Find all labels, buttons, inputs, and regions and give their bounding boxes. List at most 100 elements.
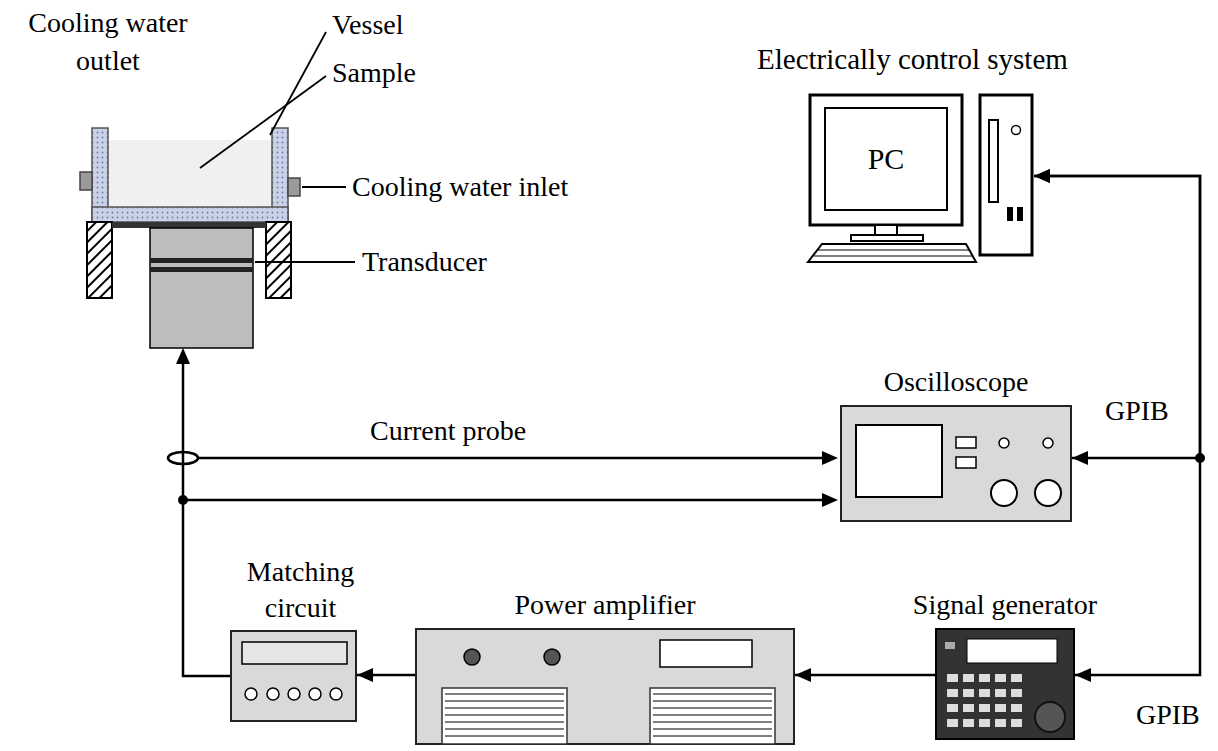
device-drawing bbox=[232, 632, 355, 720]
device-drawing bbox=[842, 407, 1070, 520]
drawing-part bbox=[445, 735, 564, 737]
device-drawing bbox=[937, 630, 1073, 738]
part-label: Vessel bbox=[332, 8, 404, 42]
drawing-part bbox=[653, 728, 772, 730]
connector-line bbox=[795, 674, 935, 677]
drawing-part bbox=[544, 649, 560, 665]
drawing-part bbox=[979, 719, 990, 727]
connector bbox=[795, 668, 935, 682]
drawing-part bbox=[1011, 674, 1022, 682]
drawing-part bbox=[1035, 480, 1061, 506]
sample-liquid bbox=[108, 140, 272, 207]
drawing-part bbox=[856, 425, 942, 497]
drawing-part bbox=[818, 250, 970, 251]
drawing-part bbox=[1011, 704, 1022, 712]
drawing-part bbox=[653, 721, 772, 723]
leader-line bbox=[302, 186, 346, 188]
arrowhead bbox=[357, 668, 373, 682]
drawing-part bbox=[945, 642, 955, 649]
drawing-part bbox=[445, 700, 564, 702]
holder-wall bbox=[266, 222, 291, 298]
oscilloscope-box: Oscilloscope bbox=[840, 405, 1072, 522]
system-heading: Electrically control system bbox=[757, 42, 1068, 77]
power-amplifier-box: Power amplifier bbox=[415, 628, 795, 745]
drawing-part bbox=[653, 707, 772, 709]
transducer-body bbox=[150, 228, 253, 348]
drawing-part bbox=[1007, 207, 1013, 221]
vessel-inside bbox=[108, 128, 272, 207]
device-heading: Power amplifier bbox=[514, 588, 695, 622]
leader-line bbox=[255, 261, 355, 263]
drawing-part bbox=[963, 674, 974, 682]
drawing-part bbox=[875, 225, 897, 235]
drawing-part bbox=[947, 674, 958, 682]
drawing-part bbox=[1035, 702, 1065, 732]
drawing-part bbox=[991, 480, 1017, 506]
part-label: Cooling water inlet bbox=[352, 170, 568, 204]
drawing-part bbox=[653, 700, 772, 702]
arrowhead bbox=[1072, 451, 1088, 465]
arrowhead bbox=[1075, 668, 1091, 682]
arrowhead bbox=[822, 451, 838, 465]
drawing-part bbox=[1043, 438, 1053, 448]
drawing-part bbox=[995, 689, 1006, 697]
drawing-part bbox=[245, 688, 257, 700]
arrowhead bbox=[822, 493, 838, 507]
current-probe-symbol bbox=[168, 452, 198, 464]
drawing-part bbox=[947, 689, 958, 697]
arrowhead bbox=[1034, 169, 1050, 183]
device-heading: Matching circuit bbox=[226, 554, 376, 626]
drawing-part bbox=[979, 689, 990, 697]
drawing-part bbox=[1012, 126, 1021, 135]
drawing-part bbox=[653, 693, 772, 695]
device-heading: Oscilloscope bbox=[884, 365, 1029, 399]
bus-label: GPIB bbox=[1136, 698, 1200, 732]
holder-wall bbox=[87, 222, 112, 298]
pc-label: PC bbox=[825, 108, 947, 210]
drawing-part bbox=[947, 719, 958, 727]
drawing-part bbox=[288, 688, 300, 700]
voltage-wire bbox=[183, 499, 824, 502]
signal-wires bbox=[168, 348, 1205, 676]
drawing-part bbox=[445, 707, 564, 709]
drawing-part bbox=[967, 639, 1057, 663]
top-plate bbox=[112, 222, 266, 228]
device-heading: Signal generator bbox=[913, 588, 1097, 622]
drawing-part bbox=[442, 688, 567, 744]
drawing-part bbox=[851, 235, 923, 241]
arrowhead bbox=[1034, 169, 1050, 183]
signal-label: Current probe bbox=[370, 414, 526, 448]
drawing-part bbox=[956, 437, 976, 448]
drawing-part bbox=[963, 719, 974, 727]
drawing-part bbox=[653, 735, 772, 737]
bus-label: GPIB bbox=[1105, 394, 1169, 428]
outlet-port bbox=[80, 172, 92, 190]
transducer-band bbox=[150, 267, 253, 272]
drawing-part bbox=[980, 95, 1032, 255]
drawing-part bbox=[1017, 207, 1023, 221]
drawing-part bbox=[995, 674, 1006, 682]
drawing-part bbox=[330, 688, 342, 700]
drawing-part bbox=[653, 714, 772, 716]
drawing-part bbox=[1011, 719, 1022, 727]
drawing-part bbox=[979, 704, 990, 712]
drawing-part bbox=[445, 693, 564, 695]
leader-line bbox=[200, 76, 326, 168]
computer-icon: Electrically control systemPC bbox=[806, 92, 1034, 264]
connector bbox=[357, 668, 415, 682]
drawing-part bbox=[808, 244, 976, 262]
drawing-part bbox=[464, 649, 480, 665]
drawing-part bbox=[963, 704, 974, 712]
drawing-part bbox=[445, 728, 564, 730]
part-label: Cooling water outlet bbox=[18, 4, 198, 80]
drawing-part bbox=[999, 438, 1009, 448]
drawing-part bbox=[445, 714, 564, 716]
drawing-part bbox=[267, 688, 279, 700]
drawing-part bbox=[947, 704, 958, 712]
inlet-port bbox=[288, 178, 300, 196]
drawing-part bbox=[989, 120, 998, 202]
drawing-part bbox=[242, 642, 347, 664]
drawing-part bbox=[963, 689, 974, 697]
drawing-part bbox=[995, 704, 1006, 712]
